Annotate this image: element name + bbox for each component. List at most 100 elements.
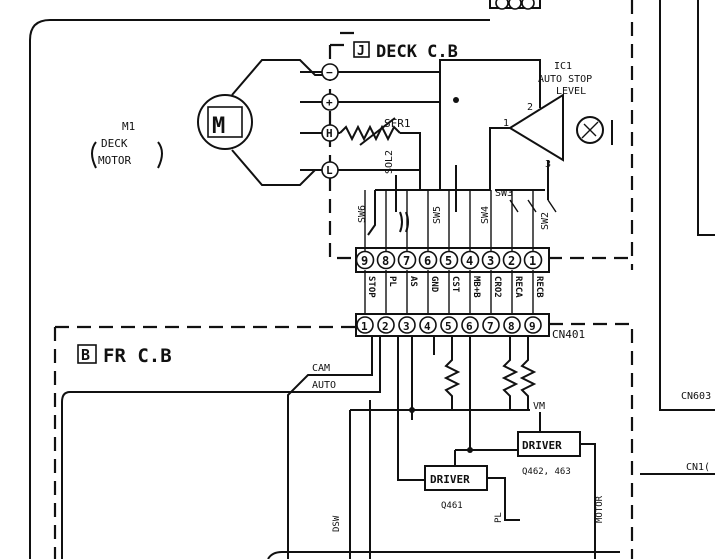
ic1-supply-wire bbox=[439, 59, 541, 190]
vm-label: VM bbox=[533, 401, 545, 412]
cn1-label: CN1( bbox=[686, 462, 710, 473]
driver-q462-out bbox=[580, 443, 596, 559]
motor-label-2: MOTOR bbox=[98, 154, 131, 167]
terminal-minus bbox=[321, 63, 339, 81]
signal-label: RECB bbox=[534, 276, 544, 298]
sfr1-resistor bbox=[339, 124, 401, 142]
bottom-wire bbox=[267, 551, 620, 559]
ic-pin-2: 2 bbox=[527, 102, 533, 113]
driver-q461-label: DRIVER bbox=[430, 473, 470, 486]
fr-pin-label: 4 bbox=[424, 320, 431, 333]
outer-wire-left bbox=[29, 19, 490, 559]
deck-board-letter: J bbox=[357, 44, 365, 59]
terminal-h-label: H bbox=[326, 127, 333, 140]
wire-h bbox=[300, 132, 421, 170]
signal-label: GND bbox=[429, 276, 439, 293]
r-recb bbox=[519, 336, 537, 410]
signal-label: STOP bbox=[366, 276, 376, 298]
top-pin bbox=[508, 0, 522, 10]
r-cst bbox=[443, 336, 461, 410]
signal-label: MB+B bbox=[471, 276, 481, 298]
deck-pin bbox=[418, 250, 438, 270]
right-frame-wire bbox=[697, 0, 715, 236]
fr-pin-label: 5 bbox=[445, 320, 452, 333]
sw3-label: SW3 bbox=[495, 188, 513, 199]
driver-q462-ref: Q462, 463 bbox=[522, 467, 571, 477]
motor-label-1: DECK bbox=[101, 137, 128, 150]
motor-symbol bbox=[197, 94, 253, 150]
driver-q461-ref: Q461 bbox=[441, 501, 463, 511]
junction bbox=[453, 97, 459, 103]
sw6-contact bbox=[367, 190, 376, 236]
deck-pin-label: 2 bbox=[508, 254, 515, 268]
motor-letter: M bbox=[212, 114, 225, 139]
connector-wires bbox=[364, 190, 534, 317]
fr-pin-label: 8 bbox=[508, 320, 515, 333]
junction bbox=[409, 407, 415, 413]
deck-pin bbox=[502, 250, 522, 270]
fr-pin bbox=[461, 316, 479, 334]
motor-signal-label: MOTOR bbox=[595, 495, 605, 523]
deck-pin-label: 4 bbox=[466, 254, 473, 268]
auto-wire bbox=[61, 336, 381, 559]
deck-pin bbox=[481, 250, 501, 270]
fr-pin bbox=[440, 316, 458, 334]
cam-wire bbox=[287, 336, 373, 559]
driver-q462-label: DRIVER bbox=[522, 439, 562, 452]
fr-pin-label: 9 bbox=[529, 320, 536, 333]
fr-board-letter: B bbox=[81, 346, 90, 364]
deck-pin-label: 5 bbox=[445, 254, 452, 268]
fr-pin-label: 6 bbox=[466, 320, 473, 333]
deck-pin bbox=[439, 250, 459, 270]
sol2-label: SOL2 bbox=[384, 150, 395, 174]
deck-pin bbox=[460, 250, 480, 270]
auto-label: AUTO bbox=[312, 380, 336, 391]
signal-label: RECA bbox=[513, 276, 523, 298]
driver-q462 bbox=[517, 431, 581, 457]
signal-label: PL bbox=[387, 276, 397, 287]
top-pin bbox=[521, 0, 535, 10]
sfr1-arrow bbox=[359, 117, 396, 146]
motor-ref: M1 bbox=[122, 120, 135, 133]
sw4-label: SW4 bbox=[480, 206, 491, 224]
ic1-sensor bbox=[576, 116, 604, 144]
motor-body bbox=[231, 59, 330, 186]
fr-pin bbox=[398, 316, 416, 334]
deck-pin-label: 9 bbox=[361, 254, 368, 268]
sfr1-label: SFR1 bbox=[384, 117, 411, 130]
ic-pin-1: 1 bbox=[503, 118, 509, 129]
deck-board-title: DECK C.B bbox=[376, 42, 458, 62]
cam-label: CAM bbox=[312, 363, 330, 374]
motor-symbol-frame bbox=[207, 106, 243, 138]
pl-wire bbox=[397, 336, 425, 481]
fr-pin bbox=[524, 316, 542, 334]
terminal-plus bbox=[321, 93, 339, 111]
fr-pin-label: 2 bbox=[382, 320, 389, 333]
signal-label: CST bbox=[450, 276, 460, 293]
ic-label-1: AUTO STOP bbox=[538, 74, 592, 85]
wire-l bbox=[300, 169, 421, 190]
terminal-l bbox=[321, 161, 339, 179]
deck-pin-label: 6 bbox=[424, 254, 431, 268]
dsw-label: DSW bbox=[332, 515, 342, 532]
terminal-plus-label: + bbox=[326, 96, 333, 109]
fr-pin bbox=[503, 316, 521, 334]
terminal-l-label: L bbox=[326, 164, 333, 177]
driver-q461-out bbox=[487, 477, 520, 521]
ic1-triangle bbox=[508, 93, 564, 162]
deck-pin bbox=[523, 250, 543, 270]
r-reca bbox=[501, 336, 519, 410]
right-frame-wire-2 bbox=[659, 0, 715, 411]
cn401-label: CN401 bbox=[552, 328, 585, 341]
signal-label: AS bbox=[408, 276, 418, 287]
top-pin bbox=[495, 0, 509, 10]
deck-pin bbox=[397, 250, 417, 270]
fr-pin-label: 7 bbox=[487, 320, 494, 333]
ic1-sensor-mark bbox=[581, 121, 599, 139]
deck-pin bbox=[355, 250, 375, 270]
ic-ref: IC1 bbox=[554, 61, 572, 72]
